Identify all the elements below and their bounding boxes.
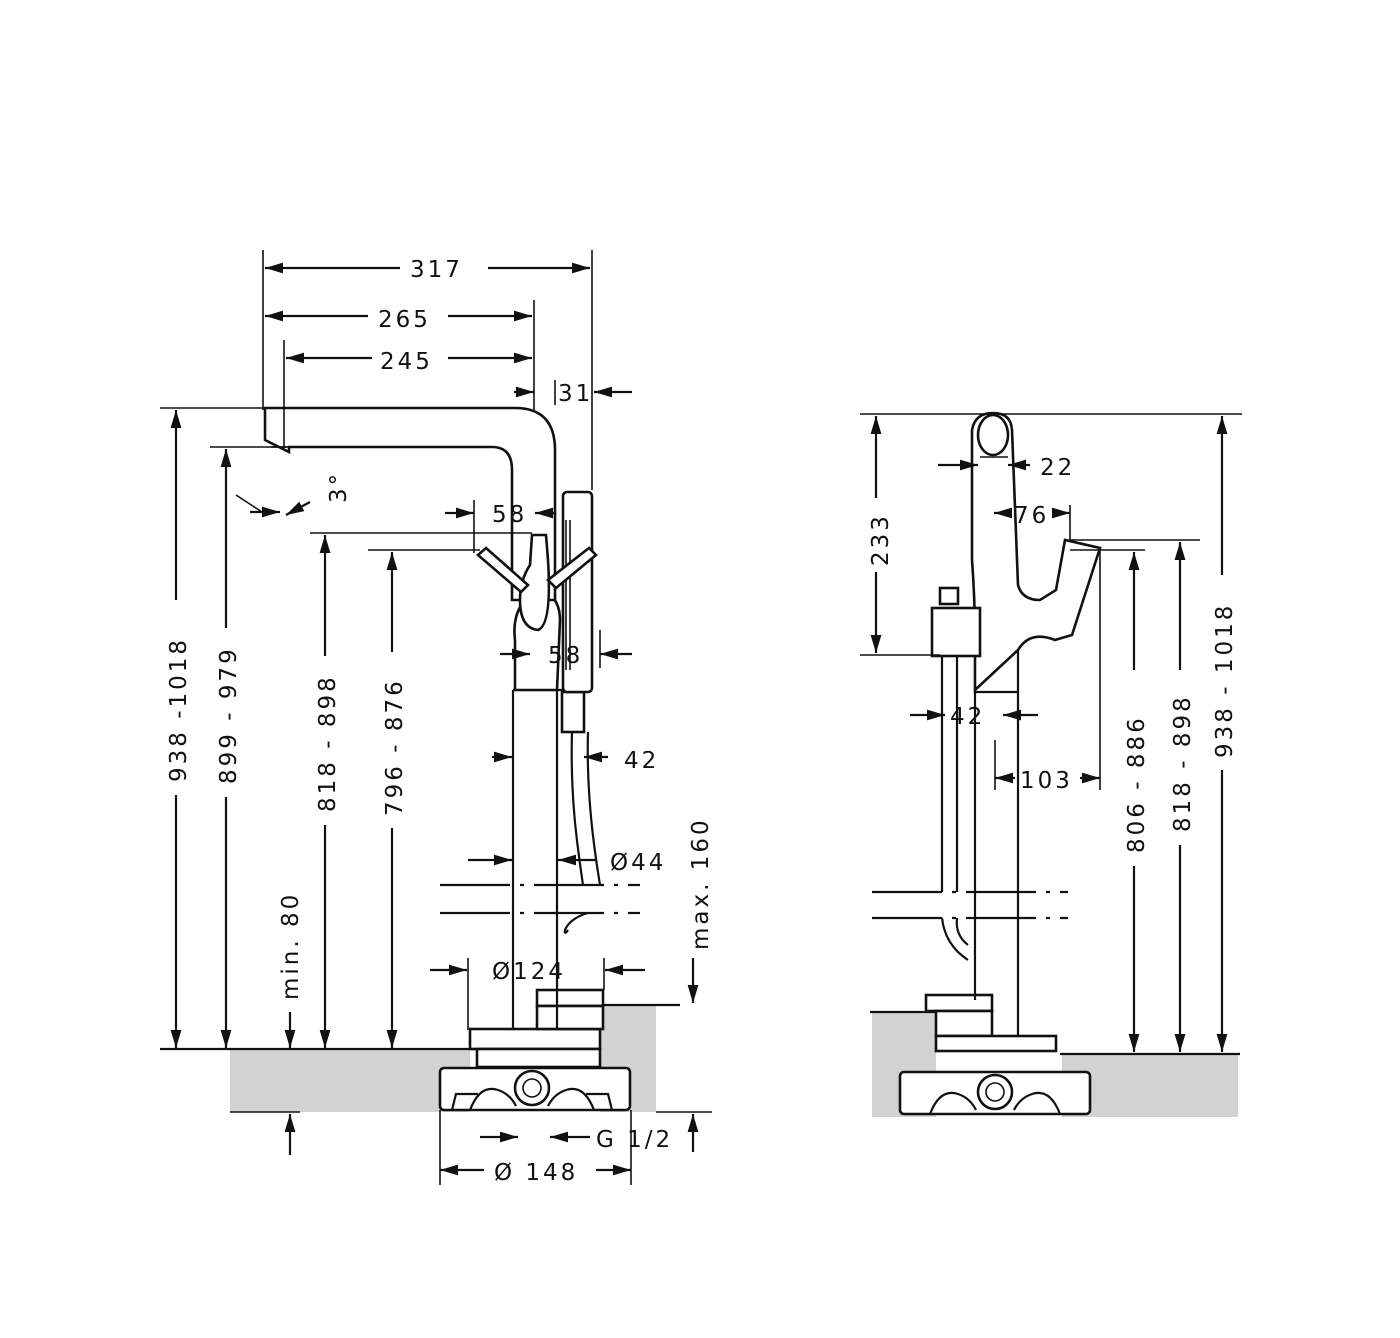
dim-side-column-width: 42 [950,704,985,730]
dim-height-total: 938 -1018 [166,637,192,782]
dim-lever-reach: 103 [1020,768,1073,794]
dim-connection-thread: G 1/2 [596,1127,673,1153]
dim-lever-depth: 76 [1014,503,1049,529]
dim-height-lever: 818 - 898 [315,674,341,812]
dim-spout-reach-inner: 245 [380,349,433,375]
dim-top-diameter: 22 [1040,455,1075,481]
dim-overall-width: 317 [410,257,463,283]
dim-base-diameter: Ø124 [492,959,566,985]
dim-body-width: 58 [548,643,583,669]
dim-column-width: 42 [624,748,659,774]
dim-min-depth: min. 80 [278,892,304,1000]
front-view: 317 265 245 31 3° 58 58 42 Ø44 [160,250,714,1186]
dim-head-height: 233 [868,513,894,566]
front-rough-in-box [438,988,632,1112]
dim-spout-tilt: 3° [326,471,352,503]
dim-max-depth: max. 160 [688,817,714,950]
dim-handshower-offset: 31 [558,381,593,407]
side-rough-in-box [898,993,1092,1116]
side-floor-right [1062,1055,1238,1117]
dim-column-diameter: Ø44 [610,850,666,876]
dim-height-outlet: 796 - 876 [382,678,408,816]
side-faucet-body [930,411,1102,1036]
dim-spout-reach-outer: 265 [378,307,431,333]
dim-side-height-lever-low: 806 - 886 [1124,715,1150,853]
dim-height-spout: 899 - 979 [216,646,242,784]
side-view: 22 233 76 42 103 806 - 886 818 - 898 938… [860,411,1242,1117]
dim-rough-in-diameter: Ø 148 [494,1160,578,1186]
front-floor-slab [230,1050,470,1112]
front-faucet-body [263,406,602,1029]
dim-side-height-total: 938 - 1018 [1212,603,1238,758]
dim-lever-width: 58 [492,502,527,528]
dim-side-height-lever-high: 818 - 898 [1170,694,1196,832]
